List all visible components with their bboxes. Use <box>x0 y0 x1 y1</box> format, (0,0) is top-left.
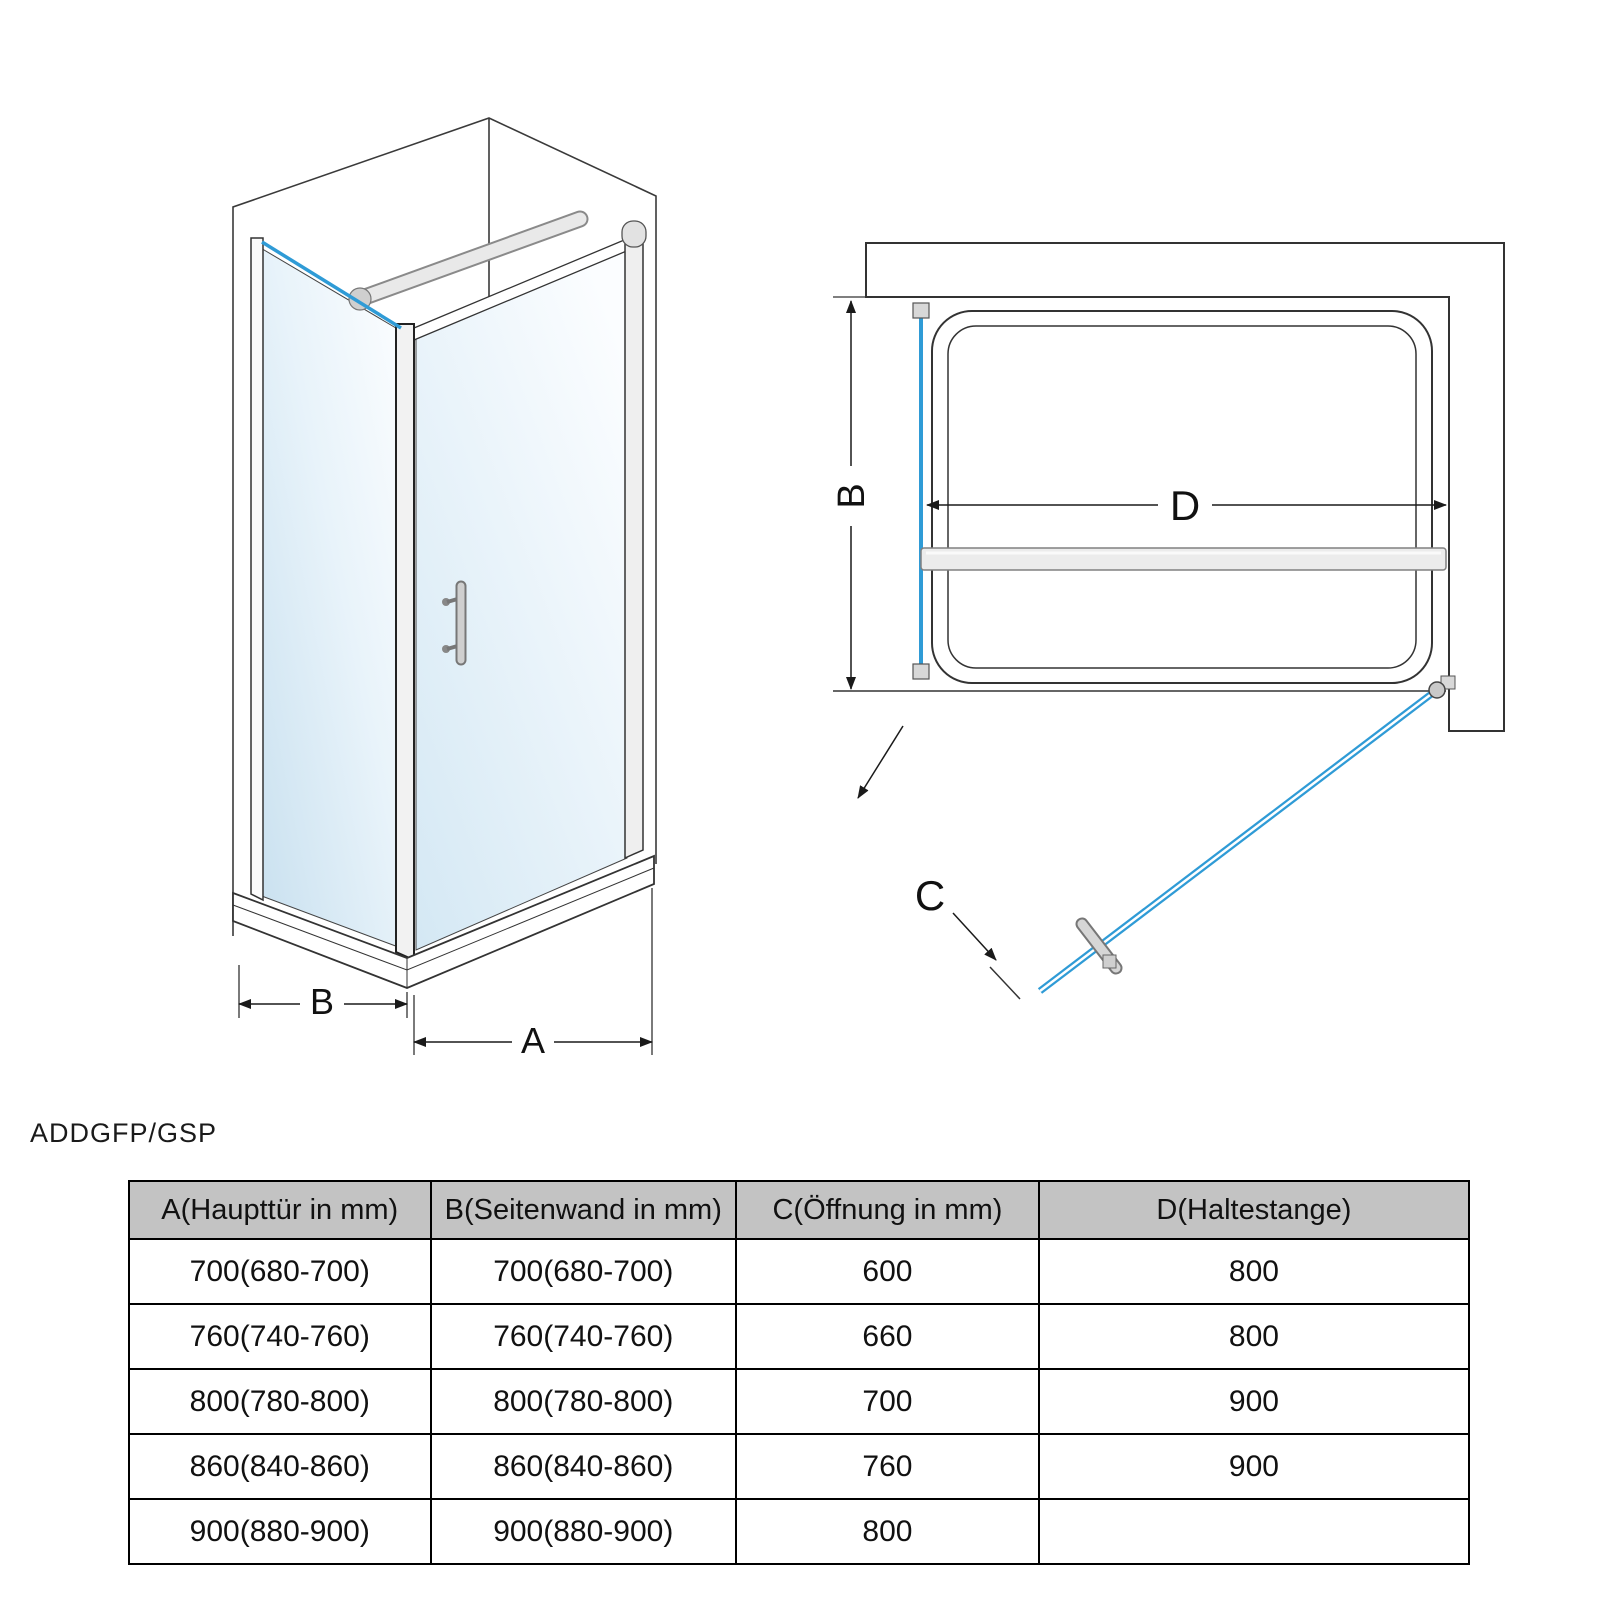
spec-cell: 760 <box>735 1433 1040 1500</box>
iso-wall-lines <box>232 117 657 936</box>
shower-tray <box>232 854 655 989</box>
spec-header-row: A(Haupttür in mm) B(Seitenwand in mm) C(… <box>128 1180 1471 1240</box>
spec-cell: 660 <box>735 1303 1040 1370</box>
model-code-label: ADDGFP/GSP <box>30 1118 218 1148</box>
spec-cell: 700 <box>735 1368 1040 1435</box>
spec-header-c: C(Öffnung in mm) <box>735 1180 1040 1240</box>
plan-support-bar <box>920 547 1447 571</box>
table-row: 760(740-760) 760(740-760) 660 800 <box>128 1303 1471 1370</box>
spec-cell: 700(680-700) <box>128 1238 432 1305</box>
door-handle <box>442 580 467 666</box>
iso-label-b: B <box>310 981 334 1022</box>
iso-side-panel-glass <box>258 246 402 949</box>
spec-cell: 900(880-900) <box>429 1498 738 1565</box>
dimension-b-plan: B <box>830 296 873 690</box>
plan-label-d: D <box>1170 482 1200 529</box>
technical-drawings: B A <box>232 117 1505 1062</box>
spec-cell: 600 <box>735 1238 1040 1305</box>
plan-label-c: C <box>915 872 945 919</box>
spec-cell: 700(680-700) <box>429 1238 738 1305</box>
dimension-a-iso: A <box>413 888 653 1062</box>
spec-cell: 800 <box>735 1498 1040 1565</box>
iso-corner-post <box>395 323 415 962</box>
table-row: 700(680-700) 700(680-700) 600 800 <box>128 1238 1471 1305</box>
plan-label-b: B <box>831 483 873 508</box>
spec-cell: 860(840-860) <box>429 1433 738 1500</box>
plan-door-open <box>1037 675 1456 994</box>
dimension-b-iso: B <box>238 965 408 1022</box>
spec-cell: 760(740-760) <box>429 1303 738 1370</box>
spec-header-d: D(Haltestange) <box>1037 1180 1471 1240</box>
spec-table: A(Haupttür in mm) B(Seitenwand in mm) C(… <box>128 1180 1471 1565</box>
spec-header-a: A(Haupttür in mm) <box>128 1180 432 1240</box>
spec-cell: 900(880-900) <box>128 1498 432 1565</box>
spec-cell: 800 <box>1037 1238 1471 1305</box>
plan-door-pivot <box>1428 681 1446 699</box>
spec-cell: 900 <box>1037 1433 1471 1500</box>
table-row: 900(880-900) 900(880-900) 800 <box>128 1498 1471 1565</box>
side-panel-top-edge <box>261 240 402 330</box>
spec-cell: 800 <box>1037 1303 1471 1370</box>
plan-side-panel <box>912 302 930 680</box>
plan-door-handle <box>1075 917 1123 975</box>
iso-side-panel-frame <box>250 237 264 902</box>
iso-right-post <box>624 228 644 860</box>
plan-diagram: D B <box>830 242 1505 1000</box>
iso-diagram: B A <box>232 117 657 1062</box>
iso-label-a: A <box>521 1020 545 1061</box>
spec-cell: 860(840-860) <box>128 1433 432 1500</box>
iso-right-post-cap <box>621 220 647 248</box>
spec-header-b: B(Seitenwand in mm) <box>429 1180 738 1240</box>
spec-table-wrap: A(Haupttür in mm) B(Seitenwand in mm) C(… <box>128 1180 1471 1565</box>
spec-cell: 800(780-800) <box>128 1368 432 1435</box>
spec-cell <box>1037 1498 1471 1565</box>
dimension-d-plan: D <box>926 478 1447 532</box>
table-row: 860(840-860) 860(840-860) 760 900 <box>128 1433 1471 1500</box>
table-row: 800(780-800) 800(780-800) 700 900 <box>128 1368 1471 1435</box>
spec-cell: 760(740-760) <box>128 1303 432 1370</box>
spec-cell: 800(780-800) <box>429 1368 738 1435</box>
dimension-c-plan: C <box>857 725 1021 1000</box>
spec-cell: 900 <box>1037 1368 1471 1435</box>
